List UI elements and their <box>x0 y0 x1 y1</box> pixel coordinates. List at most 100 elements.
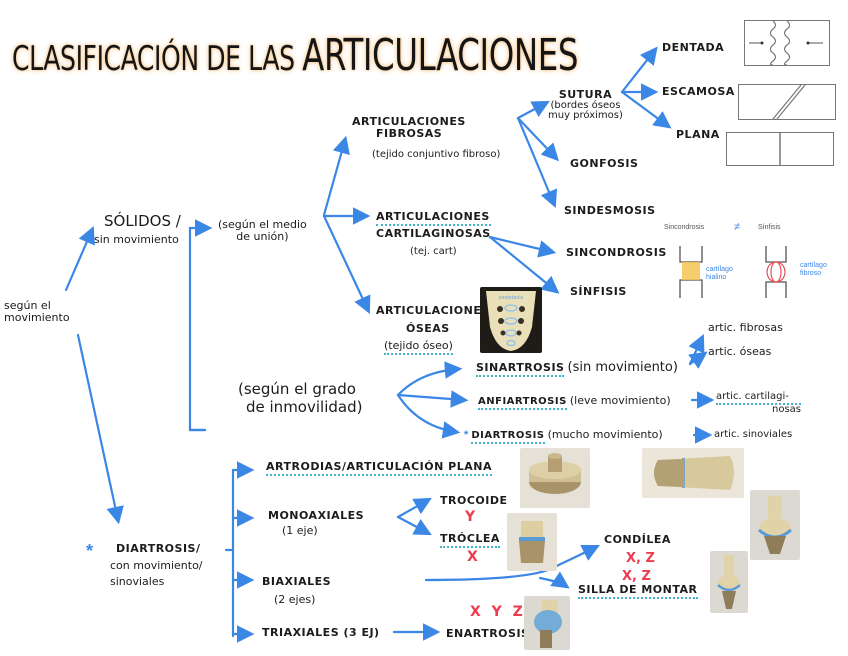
biaxiales-line2: (2 ejes) <box>274 592 316 606</box>
grado-line1: (según el grado <box>238 380 356 398</box>
sutura-node: SUTURA (bordes óseos muy próximos) <box>548 89 623 122</box>
hyaline-note-line2: hialino <box>706 273 727 281</box>
sinartrosis-term: SINARTROSIS <box>476 361 565 377</box>
condilea-label: CONDÍLEA <box>604 533 671 546</box>
gonfosis-label: GONFOSIS <box>570 157 639 170</box>
condilea-joint-image <box>750 490 800 560</box>
trocoide-joint-image <box>520 448 590 508</box>
troclea-axis: X <box>467 549 478 565</box>
trocoide-axis: Y <box>465 509 476 525</box>
sincondrosis-sketch-title: Sincondrosis <box>664 224 705 231</box>
sindesmosis-label: SINDESMOSIS <box>564 204 656 217</box>
artic-sinoviales-target: artic. sinoviales <box>714 429 793 440</box>
oseas-node: ARTICULACIONES ÓSEAS <box>376 305 490 334</box>
plana-label: PLANA <box>676 128 720 141</box>
biaxiales-line1: BIAXIALES <box>262 575 332 588</box>
plane-joint-icon <box>654 456 734 490</box>
hinge-joint-icon <box>519 521 545 563</box>
fibrosas-line1: ARTICULACIONES <box>352 115 466 128</box>
artic-cartilaginosas-target: artic. cartilagi- nosas <box>716 392 802 415</box>
silla-axis: X, Z <box>622 569 651 584</box>
sacrum-icon: sinóstosis <box>486 291 536 351</box>
monoaxiales-line2: (1 eje) <box>282 523 318 537</box>
hyaline-cartilage-note: cartílago hialino <box>706 266 733 281</box>
plane-suture-sketch <box>726 132 834 166</box>
anfiartrosis-row: ANFIARTROSIS (leve movimiento) <box>478 394 671 410</box>
solidos-node: SÓLIDOS / sin movimiento <box>94 212 181 245</box>
fibrosas-node: ARTICULACIONES FIBROSAS <box>352 116 466 139</box>
condilea-axis: X, Z <box>626 551 655 566</box>
sinartrosis-row: SINARTROSIS (sin movimiento) <box>476 360 678 377</box>
diartrosis-asterisk-icon: * <box>86 541 94 561</box>
cartilaginosas-line1: ARTICULACIONES <box>376 211 491 226</box>
not-equal-sign: ≠ <box>734 221 741 233</box>
plane-joint-image <box>642 448 744 498</box>
grado-line2: de inmovilidad) <box>246 397 363 416</box>
fibrous-note-line2: fibroso <box>800 269 822 277</box>
diartrosis-node: DIARTROSIS/ con movimiento/ sinoviales <box>110 542 203 588</box>
anfiartrosis-term: ANFIARTROSIS <box>478 396 567 410</box>
dentate-suture-sketch <box>744 20 830 66</box>
oseas-line1: ARTICULACIONES <box>376 304 490 317</box>
pivot-joint-icon <box>529 453 581 494</box>
monoaxiales-node: MONOAXIALES (1 eje) <box>268 510 364 536</box>
diartrosis-row: * DIARTROSIS (mucho movimiento) <box>464 428 663 444</box>
saddle-joint-icon <box>717 555 741 609</box>
sincondrosis-label: SINCONDROSIS <box>566 246 667 259</box>
svg-text:sinóstosis: sinóstosis <box>499 294 524 301</box>
artic-cart-line2: nosas <box>772 404 802 415</box>
escamosa-label: ESCAMOSA <box>662 85 735 98</box>
trocoide-label: TROCOIDE <box>440 494 508 507</box>
grado-node: (según el grado de inmovilidad) <box>238 380 363 416</box>
sacrum-photo: sinóstosis <box>480 287 542 353</box>
artrodias-label: ARTRODIAS/ARTICULACIÓN PLANA <box>266 461 492 476</box>
sutura-line3: muy próximos) <box>548 110 623 122</box>
biaxiales-node: BIAXIALES (2 ejes) <box>262 576 331 605</box>
title-part1: CLASIFICACIÓN DE LAS <box>12 39 295 79</box>
condyloid-joint-icon <box>758 496 792 554</box>
page-title: CLASIFICACIÓN DE LAS ARTICULACIONES <box>12 30 578 81</box>
dentada-label: DENTADA <box>662 41 725 54</box>
diartrosis-desc: (mucho movimiento) <box>547 428 663 441</box>
cartilage-joint-sketch <box>679 246 787 298</box>
medio-union-node: (según el medio de unión) <box>218 219 307 242</box>
diartrosis-line2: con movimiento/ <box>110 558 203 572</box>
diartrosis-line1: DIARTROSIS/ <box>116 542 201 555</box>
artic-fibrosas-target: artic. fibrosas <box>708 321 783 334</box>
cartilaginosas-desc: (tej. cart) <box>410 246 457 257</box>
troclea-label: TRÓCLEA <box>440 533 500 548</box>
cartilaginosas-node: ARTICULACIONES CARTILAGINOSAS <box>376 211 491 239</box>
troclea-joint-image <box>507 513 557 571</box>
diartrosis-term: DIARTROSIS <box>471 430 545 444</box>
cartilaginosas-line2: CARTILAGINOSAS <box>376 226 491 240</box>
root-node: según el movimiento <box>4 300 70 323</box>
silla-de-montar-joint-image <box>710 551 748 613</box>
root-line1: según el <box>4 299 51 312</box>
monoaxiales-line1: MONOAXIALES <box>268 509 365 522</box>
sinfisis-sketch-title: Sínfisis <box>758 224 781 231</box>
squamous-suture-sketch <box>738 84 836 120</box>
root-line2: movimiento <box>4 310 70 324</box>
enartrosis-axis: X Y Z <box>470 604 526 620</box>
sinfisis-label: SÍNFISIS <box>570 285 627 298</box>
diartrosis-line3: sinoviales <box>110 575 165 589</box>
fibrous-cartilage-note: cartílago fibroso <box>800 262 827 277</box>
asterisk-marker-icon: * <box>464 429 469 441</box>
fibrosas-line2: FIBROSAS <box>376 126 443 140</box>
enartrosis-label: ENARTROSIS <box>446 627 530 640</box>
fibrous-note-line1: cartílago <box>800 262 827 269</box>
solidos-sub: sin movimiento <box>94 232 179 246</box>
solidos-label: SÓLIDOS / <box>104 212 181 230</box>
sinartrosis-desc: (sin movimiento) <box>567 360 678 375</box>
hyaline-note-line1: cartílago <box>706 266 733 273</box>
anfiartrosis-desc: (leve movimiento) <box>569 394 671 407</box>
fibrosas-desc: (tejido conjuntivo fibroso) <box>372 149 501 160</box>
artic-cart-line1: artic. cartilagi- <box>716 392 802 405</box>
artic-oseas-target: artic. óseas <box>708 345 772 358</box>
silla-de-montar-label: SILLA DE MONTAR <box>578 584 698 599</box>
sutura-line2: (bordes óseos <box>550 99 621 111</box>
title-part2: ARTICULACIONES <box>302 30 579 81</box>
medio-union-line2: de unión) <box>236 229 289 243</box>
enartrosis-joint-image <box>524 596 570 650</box>
